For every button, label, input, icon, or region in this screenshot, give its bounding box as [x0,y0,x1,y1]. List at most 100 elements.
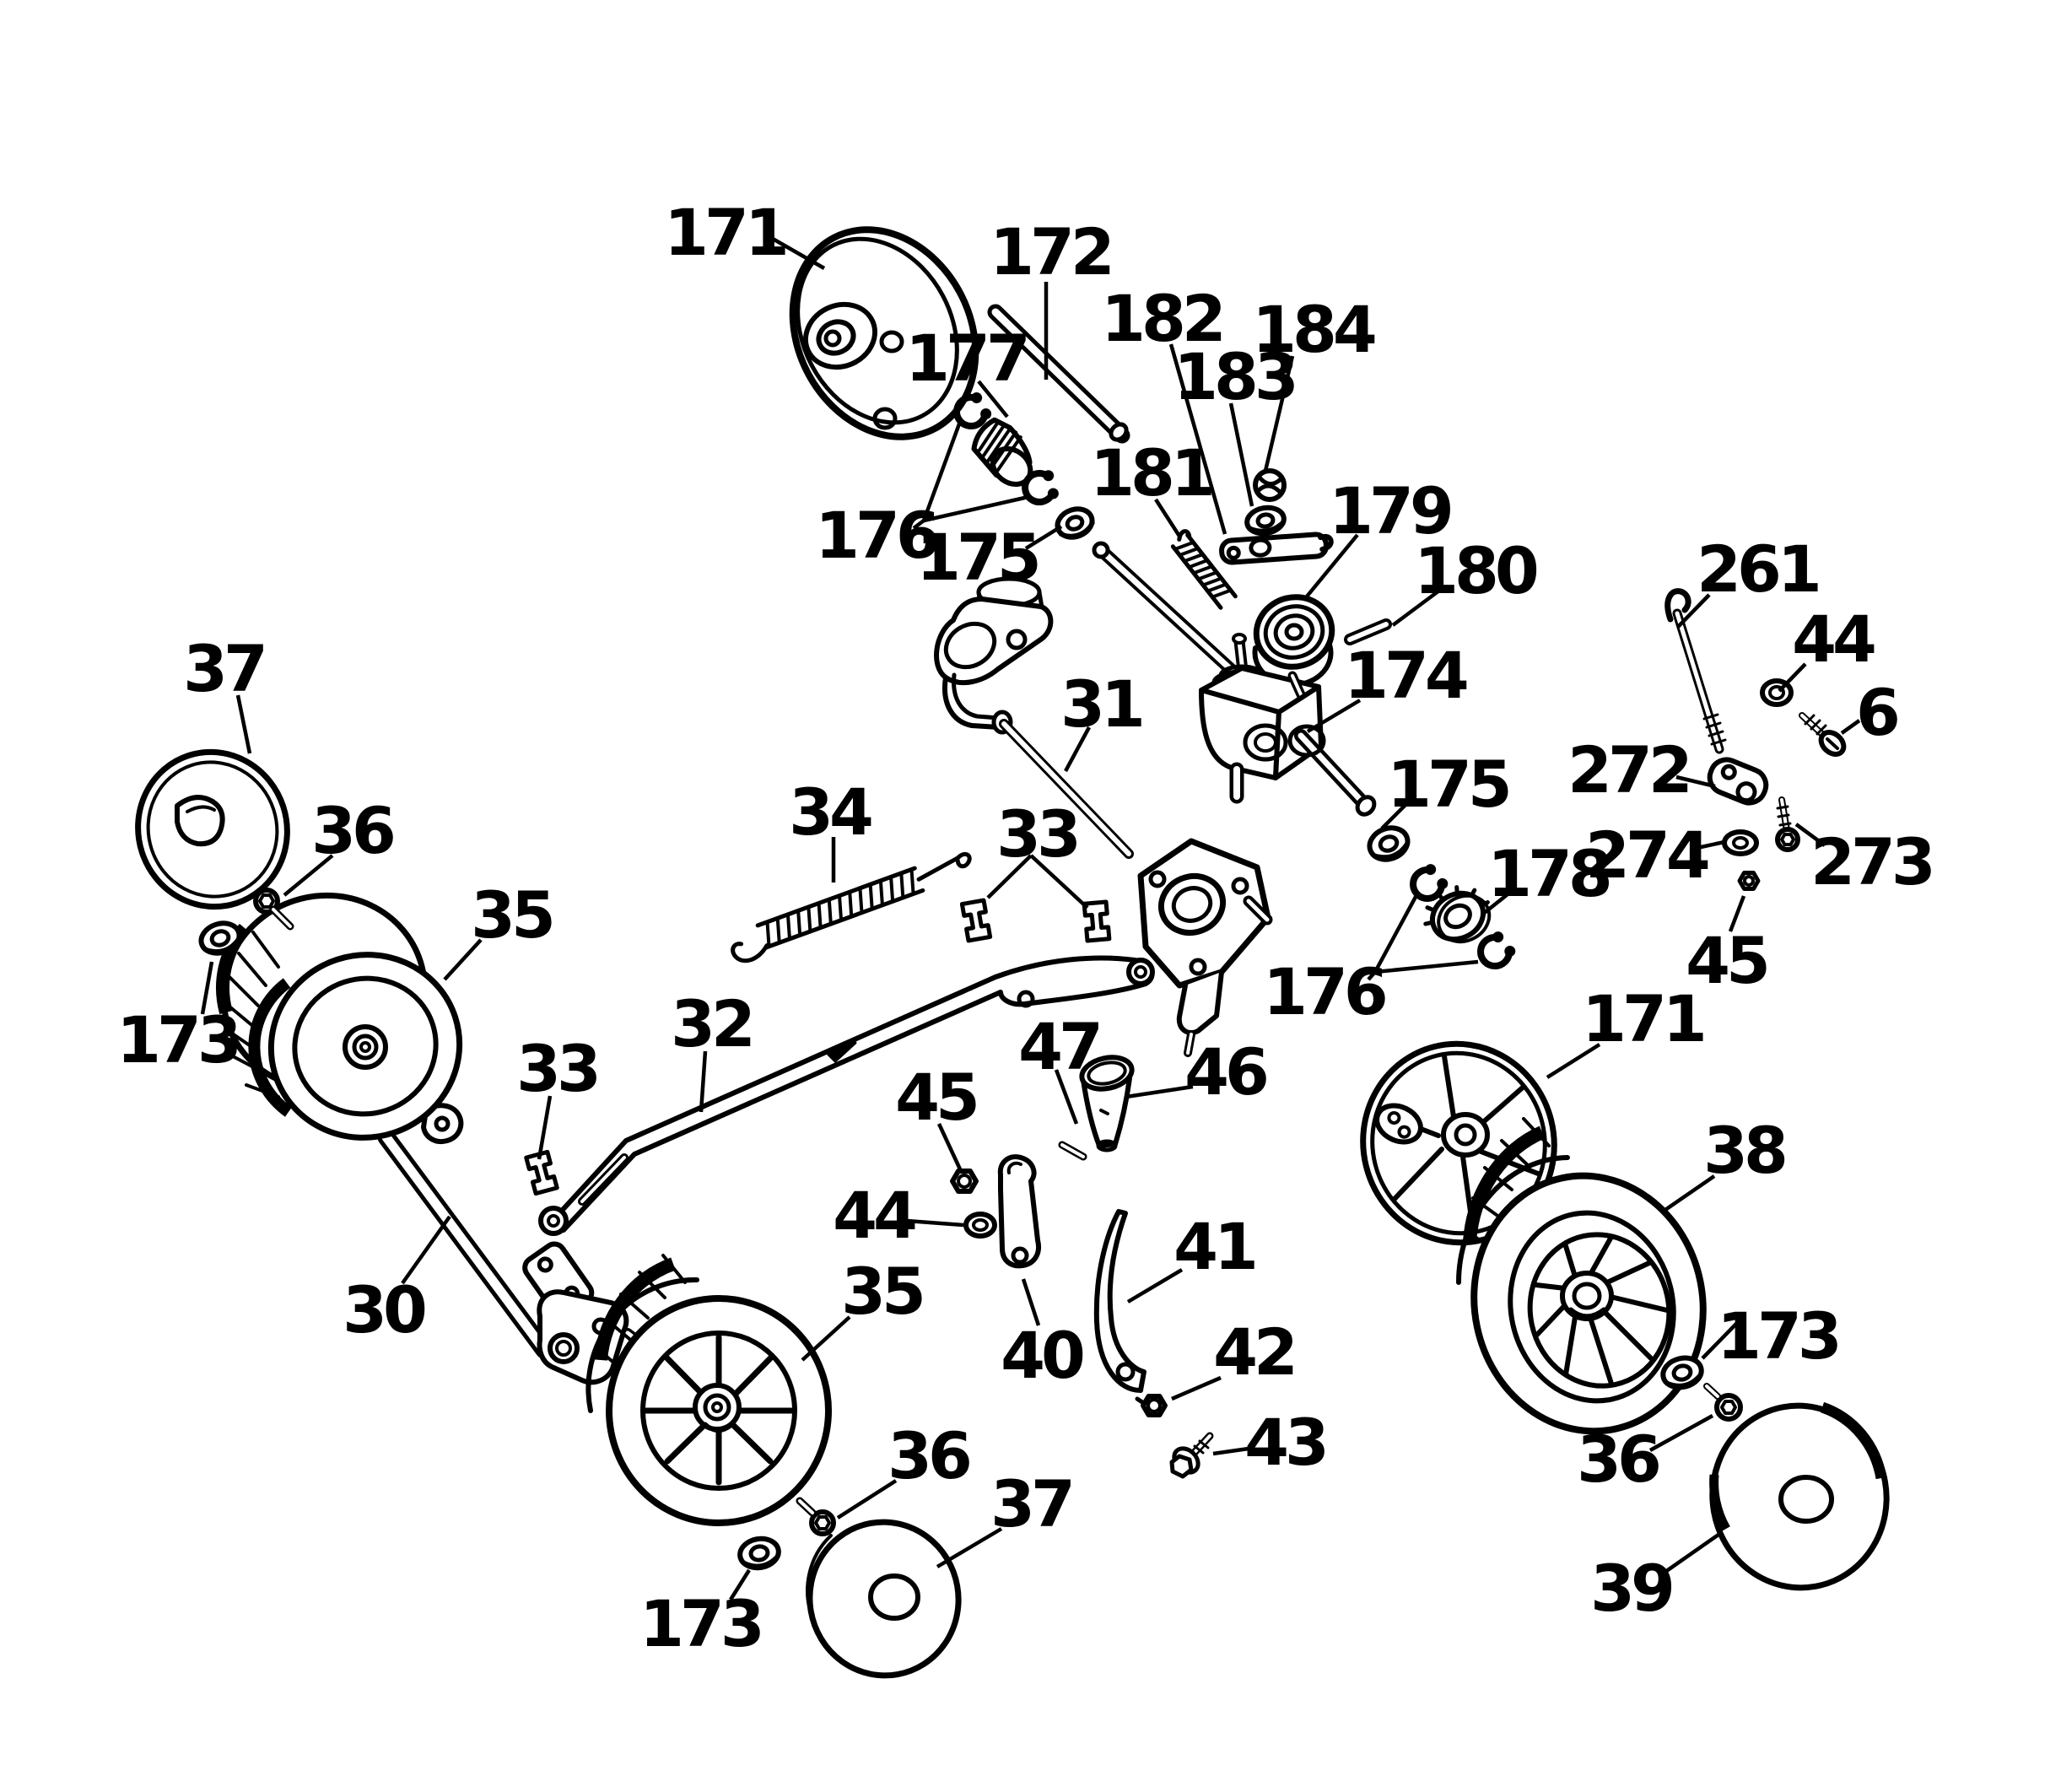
bracket-plate-182 [1219,532,1334,565]
part-number-label-43: 43 [1244,1405,1325,1480]
part-number-label-172: 172 [990,214,1111,289]
part-number-label-33: 33 [996,796,1077,872]
part-number-label-261: 261 [1697,532,1818,607]
part-number-label-177: 177 [905,321,1027,396]
callout-32-30: 32 [671,986,756,1113]
leader-line-36 [836,1479,898,1519]
part-number-label-34: 34 [789,775,871,850]
part-number-label-40: 40 [1001,1318,1083,1393]
leader-line-182 [1168,343,1227,535]
callout-173-43: 173 [639,1568,765,1661]
bolt-43 [1169,1432,1214,1479]
leader-line-274 [1692,839,1725,851]
leader-line-45 [936,1123,963,1172]
washer-44-center [963,1212,997,1239]
roll-pin-180 [1344,618,1392,645]
leader-line-40 [1021,1278,1041,1326]
hubcap-37-bottom [806,1519,962,1679]
part-number-label-272: 272 [1567,732,1689,807]
callout-182-3: 182 [1101,281,1227,535]
leader-line-31 [1064,726,1091,773]
hubcap-37-left [135,748,290,910]
snap-ring-176-right-b [1477,931,1516,969]
leader-line-6 [1840,719,1861,735]
bolt-36-left [253,888,294,931]
part-number-label-36: 36 [888,1418,969,1493]
callout-42-38: 42 [1171,1314,1298,1401]
leader-line-39 [1664,1533,1720,1573]
leader-line-33 [537,1095,553,1160]
callout-36-41: 36 [836,1418,974,1519]
leader-line-47 [1054,1069,1079,1125]
part-number-label-46: 46 [1184,1034,1266,1109]
part-number-label-32: 32 [671,986,752,1061]
part-number-label-184: 184 [1252,292,1375,367]
leader-line-173 [200,961,214,1015]
part-number-label-176: 176 [1263,954,1385,1029]
shift-shaft [1092,541,1242,680]
leader-line-37 [235,694,252,754]
leader-line-171 [1546,1043,1601,1079]
part-number-label-174: 174 [1344,638,1467,713]
part-number-label-6: 6 [1856,675,1897,750]
link-strap-40 [997,1154,1041,1269]
leader-line-175 [1024,525,1063,550]
part-number-label-171: 171 [664,195,785,270]
bolt-36-bottom [796,1497,836,1536]
leader-line-176 [1373,895,1417,974]
leader-line-176 [1374,959,1479,974]
extension-spring-34 [731,851,972,963]
callout-33-27: 33 [516,1031,602,1160]
part-number-label-44: 44 [1792,602,1875,677]
leader-line-46 [1125,1084,1194,1099]
callout-45-34: 45 [895,1060,980,1172]
leader-line-43 [1212,1445,1255,1456]
washer-173-right [1660,1355,1704,1390]
cable-clip-33-left [524,1149,559,1196]
leader-line-173 [1701,1320,1740,1360]
part-number-label-33: 33 [516,1031,597,1106]
callout-41-36: 41 [1126,1209,1259,1304]
callout-35-40: 35 [801,1254,926,1362]
part-number-label-47: 47 [1018,1009,1099,1084]
part-number-label-30: 30 [343,1272,425,1347]
washer-274 [1722,829,1759,856]
leader-line-176 [1367,970,1377,981]
callout-38-45: 38 [1661,1113,1789,1213]
callout-177-2: 177 [905,321,1031,418]
part-number-label-178: 178 [1487,836,1610,911]
pulley-179 [1252,594,1335,688]
wheel-35-upper [216,892,463,1141]
callout-178-14: 178 [1481,836,1614,916]
locknut-184 [1253,468,1287,502]
callout-273-21: 273 [1794,823,1936,899]
callout-174-11: 174 [1306,638,1471,733]
part-number-label-36: 36 [1577,1422,1659,1497]
callout-44-17: 44 [1778,602,1879,693]
leader-line-176 [923,494,1029,523]
part-number-label-183: 183 [1173,339,1295,414]
part-number-label-45: 45 [895,1060,976,1135]
callout-171-0: 171 [664,195,826,270]
callout-40-37: 40 [1001,1278,1087,1393]
leader-line-173 [729,1568,751,1601]
leader-line-41 [1126,1268,1184,1304]
leader-line-35 [801,1315,851,1362]
leader-line-44 [906,1218,964,1228]
callout-36-47: 36 [1577,1414,1714,1497]
part-number-label-171: 171 [1582,981,1703,1056]
cable-clip-33-center-b [1082,899,1112,943]
wheel-35-lower [585,1254,832,1526]
leader-line-177 [977,380,1009,418]
leader-line-175 [1380,802,1409,830]
callout-45-22: 45 [1686,895,1771,998]
drag-bar-32 [538,955,1155,1236]
part-number-label-176: 176 [815,498,937,573]
leader-line-273 [1794,823,1826,847]
leader-line-38 [1661,1174,1716,1213]
part-number-label-181: 181 [1090,435,1211,510]
callout-181-6: 181 [1090,435,1216,539]
